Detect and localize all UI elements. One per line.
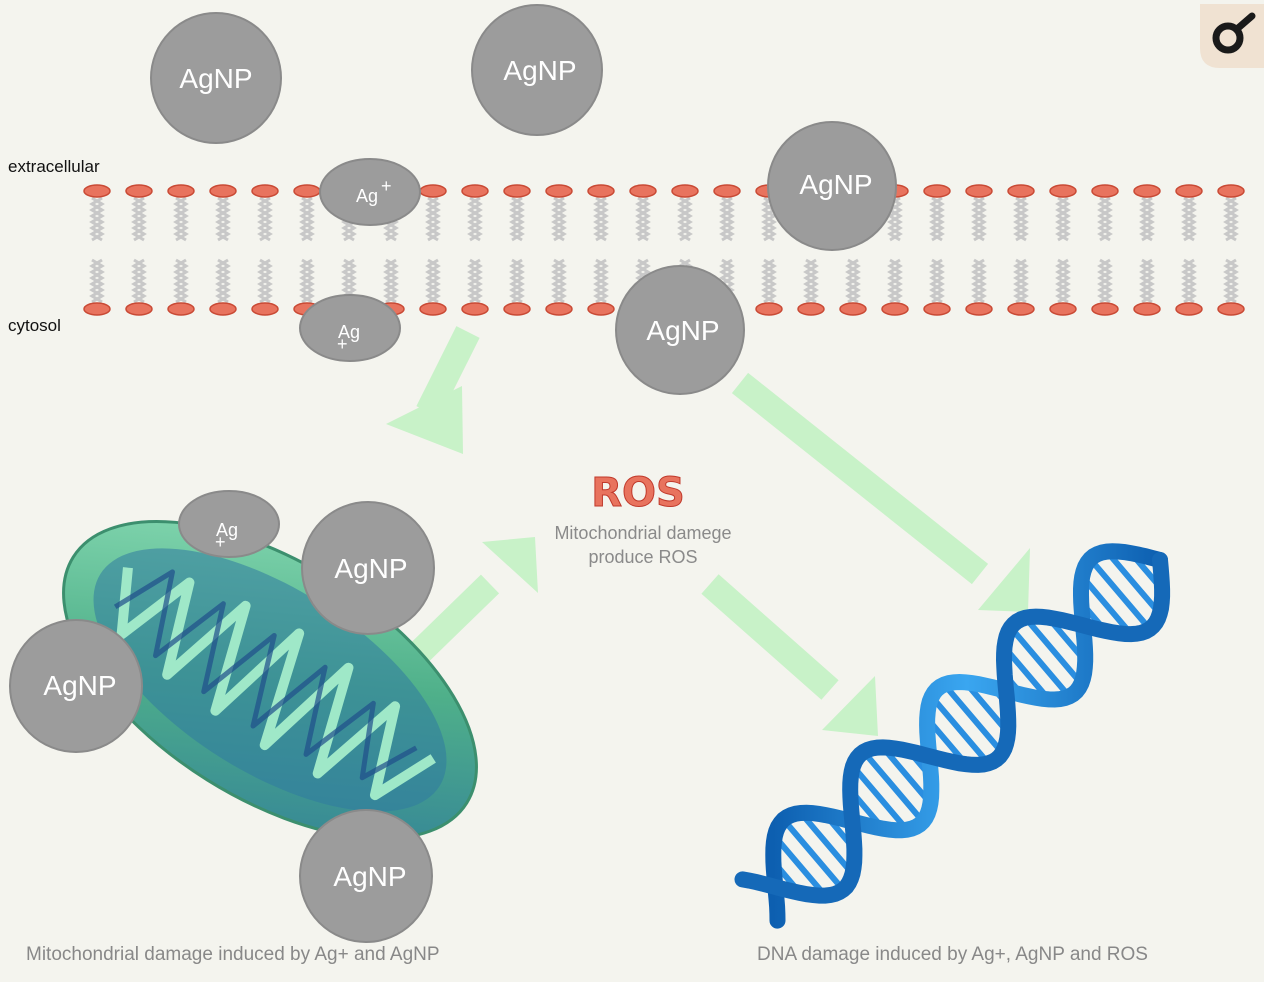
dna-base-pair: [929, 694, 991, 766]
lipid: [1133, 258, 1161, 316]
lipid: [713, 184, 741, 242]
dna-base-pair: [861, 749, 926, 824]
mitochondrial-damage-caption: Mitochondrial damage induced by Ag+ and …: [26, 944, 440, 965]
extracellular-label: extracellular: [8, 157, 100, 176]
ros-description-line1: Mitochondrial damege: [554, 523, 731, 543]
cytosol-label: cytosol: [8, 316, 61, 335]
lipid: [1007, 184, 1035, 242]
ag-ion-label: Ag: [356, 186, 378, 206]
lipid: [923, 184, 951, 242]
dna-base-pair: [1104, 549, 1163, 616]
lipid: [587, 258, 615, 316]
lipid: [1091, 258, 1119, 316]
agnp-particle: AgNP: [301, 501, 435, 635]
lipid: [1007, 258, 1035, 316]
lipid: [461, 184, 489, 242]
lipid: [1049, 184, 1077, 242]
lipid: [671, 184, 699, 242]
agnp-label: AgNP: [334, 553, 407, 584]
agnp-particle: AgNP: [299, 809, 433, 943]
arrow-agnp-to-dna: [731, 372, 1030, 612]
dna-base-pair: [850, 764, 910, 832]
agnp-label: AgNP: [799, 169, 872, 200]
dna-base-pair: [942, 682, 1005, 755]
lipid: [1217, 258, 1245, 316]
arrow-ros-to-dna: [701, 574, 878, 736]
lipid: [293, 184, 321, 242]
agnp-label: AgNP: [646, 315, 719, 346]
dna-helix: [734, 543, 1171, 929]
lipid: [419, 184, 447, 242]
agnp-particle: AgNP: [767, 121, 897, 251]
lipid: [797, 258, 825, 316]
agnp-particle: AgNP: [471, 4, 603, 136]
ag-ion-charge: +: [337, 334, 348, 354]
agnp-particle: AgNP: [615, 265, 745, 395]
lipid: [1175, 184, 1203, 242]
lipid: [587, 184, 615, 242]
ag-ion: Ag +: [319, 158, 421, 226]
lipid: [503, 258, 531, 316]
lipid: [251, 258, 279, 316]
lipid: [923, 258, 951, 316]
lipid: [545, 184, 573, 242]
lipid: [167, 258, 195, 316]
agnp-label: AgNP: [503, 55, 576, 86]
dna-base-pair: [798, 811, 855, 876]
lipid: [83, 184, 111, 242]
lipid: [1217, 184, 1245, 242]
lipid: [251, 184, 279, 242]
ros-title: ROS: [591, 470, 685, 516]
dna-damage-caption: DNA damage induced by Ag+, AgNP and ROS: [757, 944, 1148, 965]
lipid: [1133, 184, 1161, 242]
lipid: [839, 258, 867, 316]
lipid: [503, 184, 531, 242]
lipid: [419, 258, 447, 316]
ag-ion-label: Ag: [216, 520, 238, 540]
lipid: [881, 258, 909, 316]
ag-ion-label: Ag: [338, 322, 360, 342]
lipid: [965, 258, 993, 316]
dna-base-pair: [1087, 557, 1153, 631]
lipid: [545, 258, 573, 316]
agnp-label: AgNP: [333, 861, 406, 892]
lipid: [1175, 258, 1203, 316]
lipid: [125, 184, 153, 242]
dna-base-pair: [1079, 574, 1134, 637]
dna-base-pair: [781, 817, 846, 892]
lipid: [461, 258, 489, 316]
agnp-particle: AgNP: [9, 619, 143, 753]
lipid: [755, 258, 783, 316]
lipid: [629, 184, 657, 242]
ag-ion-charge: +: [381, 176, 392, 196]
ros-description-line2: produce ROS: [588, 547, 697, 567]
arrow-ag-to-mitochondrion: [386, 326, 480, 454]
ag-ion: Ag +: [299, 294, 401, 362]
ag-ion: Ag +: [178, 490, 280, 558]
lipid: [1049, 258, 1077, 316]
dna-base-pair: [880, 745, 933, 806]
ag-ion-charge: +: [215, 532, 226, 552]
lipid: [965, 184, 993, 242]
lipid: [209, 184, 237, 242]
lipid: [209, 258, 237, 316]
arrow-mitochondrion-to-ros: [408, 537, 538, 664]
lipid: [83, 258, 111, 316]
lipid: [1091, 184, 1119, 242]
agnp-label: AgNP: [43, 670, 116, 701]
lipid: [167, 184, 195, 242]
agnp-particle: AgNP: [150, 12, 282, 144]
dna-base-pair: [772, 834, 828, 898]
lipid: [125, 258, 153, 316]
agnp-label: AgNP: [179, 63, 252, 94]
dna-base-pair: [1008, 625, 1072, 699]
zoom-icon[interactable]: [1200, 4, 1264, 68]
dna-base-pair: [1023, 615, 1084, 686]
